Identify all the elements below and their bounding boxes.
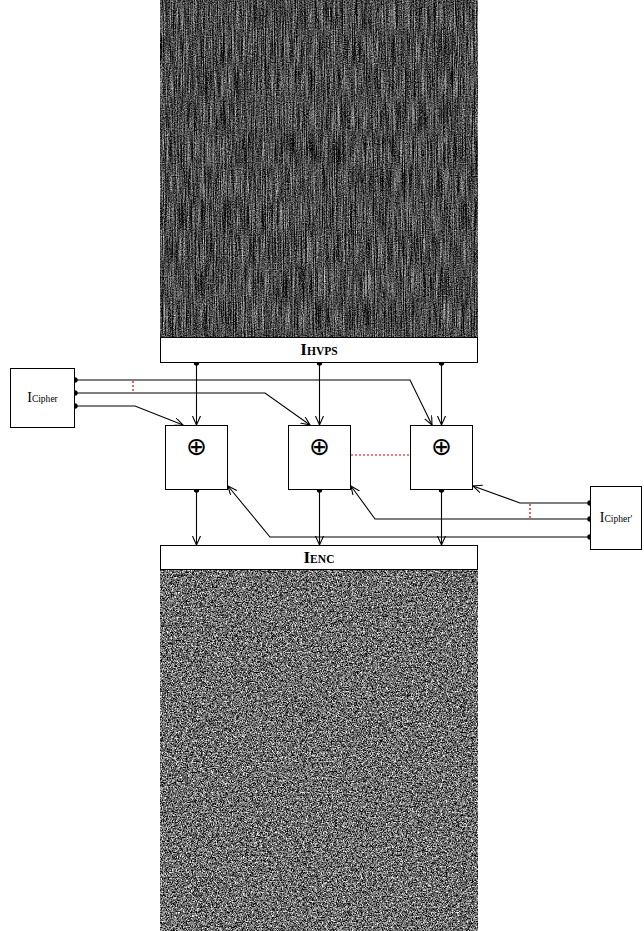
signal-wire (319, 363, 320, 425)
cipher-box: ICipher (10, 368, 75, 428)
signal-wire (75, 406, 183, 425)
ellipsis-dotted-line (132, 381, 133, 392)
symbol-label: ⊕ (186, 434, 207, 459)
subscript-label: Cipher' (605, 515, 633, 525)
signal-wire (441, 363, 442, 425)
subscript-label: ENC (310, 554, 334, 566)
signal-wire (351, 486, 590, 519)
symbol-label: ⊕ (309, 434, 330, 459)
cipher-box: ICipher' (590, 486, 642, 550)
output-image-bar: IENC (160, 545, 478, 570)
label-group: ICipher (27, 390, 58, 406)
label-group: ⊕ (186, 434, 207, 459)
input-image-bar: IHVPS (160, 337, 478, 363)
ellipsis-dotted-line (529, 504, 530, 518)
label-group: IENC (303, 548, 334, 568)
subscript-label: Cipher (32, 395, 58, 405)
signal-wire (473, 486, 590, 503)
subscript-label: HVPS (307, 346, 338, 358)
label-group: ⊕ (309, 434, 330, 459)
xor-box: ⊕ (165, 425, 228, 490)
symbol-label: I (600, 510, 605, 526)
symbol-label: I (27, 390, 32, 406)
signal-wire (75, 380, 432, 425)
symbol-label: I (303, 548, 310, 568)
label-group: IHVPS (300, 340, 337, 360)
xor-box: ⊕ (288, 425, 351, 490)
signal-wire (75, 393, 310, 425)
noise-image-top (160, 0, 478, 337)
ellipsis-dotted-line (351, 454, 409, 455)
noise-image-bottom (160, 570, 478, 931)
signal-wire (441, 490, 442, 545)
label-group: ICipher' (600, 510, 632, 526)
symbol-label: ⊕ (431, 434, 452, 459)
signal-wire (196, 490, 197, 545)
label-group: ⊕ (431, 434, 452, 459)
symbol-label: I (300, 340, 307, 360)
signal-wire (319, 490, 320, 545)
xor-box: ⊕ (410, 425, 473, 490)
signal-wire (228, 486, 590, 537)
signal-wire (196, 363, 197, 425)
